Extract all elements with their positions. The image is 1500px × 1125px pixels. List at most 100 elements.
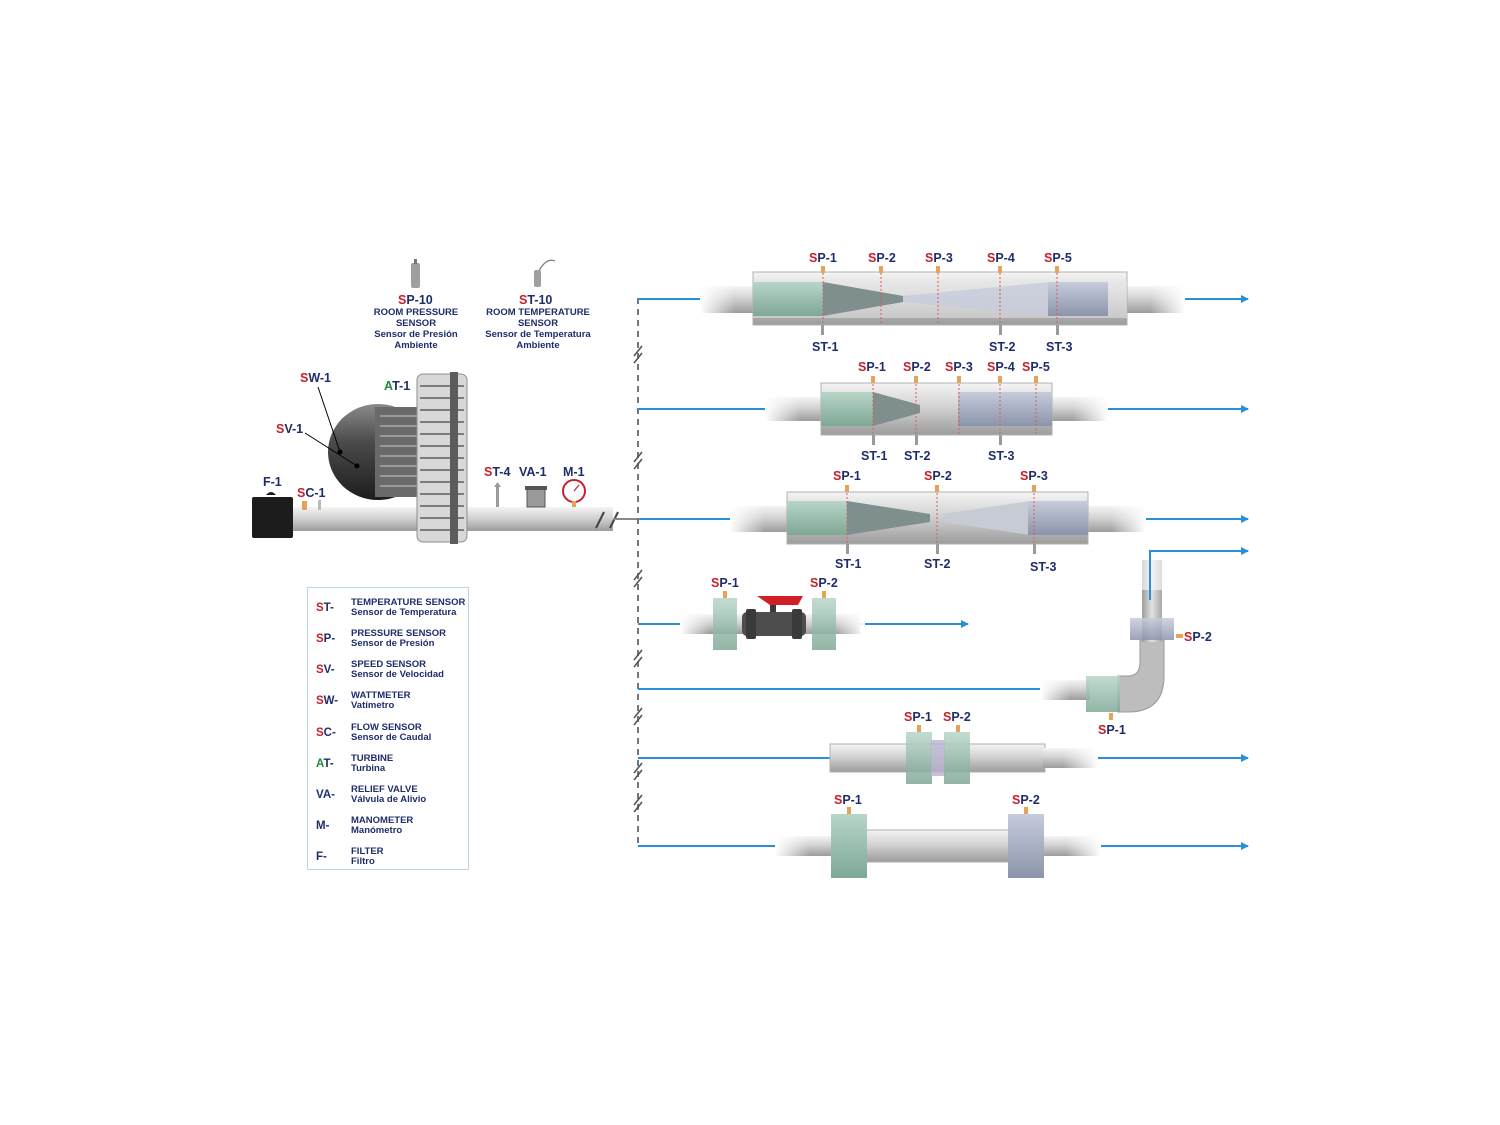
svg-text:ST-2: ST-2: [904, 449, 930, 463]
st10-line4: Ambiente: [516, 340, 559, 351]
svg-text:ST-3: ST-3: [1046, 340, 1072, 354]
legend-item: SV- SPEED SENSOR Sensor de Velocidad: [308, 655, 468, 685]
venturi-sym-divergent: [943, 501, 1030, 535]
svg-text:SP-2: SP-2: [1184, 630, 1212, 644]
row3-bot-0-a: S: [835, 557, 843, 571]
legend-code-a: A: [316, 758, 324, 770]
row3-bot-2-b: T-3: [1038, 560, 1056, 574]
svg-text:SP-1: SP-1: [904, 710, 932, 724]
svg-text:ST-1: ST-1: [812, 340, 838, 354]
orifice-flange-right: [944, 732, 970, 784]
row1-bot-1-a: S: [989, 340, 997, 354]
legend-code-b: T-: [323, 758, 334, 770]
blower-unit: SP-10 ROOM PRESSURE SENSOR Sensor de Pre…: [252, 259, 640, 544]
pipe-flange-right: [1008, 814, 1044, 878]
row1-top-0-b: P-1: [817, 251, 837, 265]
svg-text:SW-1: SW-1: [300, 371, 331, 385]
pipe-sp2-b: P-2: [1020, 793, 1040, 807]
venturi-sym-convergent: [847, 501, 930, 535]
manometer-needle: [573, 484, 580, 492]
turbine: [416, 372, 468, 544]
legend-code-b: V-: [323, 664, 335, 676]
at1-a: A: [384, 379, 393, 393]
row2-bot-0-b: T-1: [869, 449, 887, 463]
sv1-leader: [304, 432, 358, 467]
svg-text:SP-3: SP-3: [945, 360, 973, 374]
row1-top-4-b: P-5: [1052, 251, 1072, 265]
sc1-b: C-1: [305, 486, 325, 500]
row1-top-3-a: S: [987, 251, 995, 265]
legend-en: FILTER: [351, 846, 384, 857]
valve-flange-right: [812, 598, 836, 650]
legend-code-b: VA-: [316, 789, 335, 801]
row3-bot-1-b: T-2: [932, 557, 950, 571]
legend-item: VA- RELIEF VALVE Válvula de Alivio: [308, 780, 468, 810]
sw1-leader: [317, 386, 341, 453]
st4-tip: [494, 482, 501, 487]
sp10-line3: Sensor de Presión: [374, 329, 458, 340]
row2-top-0-b: P-1: [866, 360, 886, 374]
row2-top-1-a: S: [903, 360, 911, 374]
svg-text:SP-2: SP-2: [903, 360, 931, 374]
legend-en: PRESSURE SENSOR: [351, 628, 447, 639]
pipe-sp1-a: S: [834, 793, 842, 807]
elbow-assembly: SP-2 SP-1: [638, 547, 1249, 737]
st10-line3: Sensor de Temperatura: [485, 329, 591, 340]
legend-en: MANOMETER: [351, 815, 414, 826]
svg-text:SP-3: SP-3: [925, 251, 953, 265]
motor-fins: [380, 415, 420, 487]
legend-code-a: S: [316, 695, 324, 707]
sv1-b: V-1: [284, 422, 303, 436]
svg-text:SP-2: SP-2: [924, 469, 952, 483]
flow-line-elbow-up: [1149, 547, 1249, 600]
elbow-sp2-a: S: [1184, 630, 1192, 644]
row3-top-2-b: P-3: [1028, 469, 1048, 483]
svg-text:SP-1: SP-1: [833, 469, 861, 483]
elbow-sp1-b: P-1: [1106, 723, 1126, 737]
sp10-code-a: S: [398, 293, 406, 307]
svg-text:ST-1: ST-1: [861, 449, 887, 463]
row3-bot-1-a: S: [924, 557, 932, 571]
svg-text:ST-3: ST-3: [1030, 560, 1056, 574]
orifice-sp1-a: S: [904, 710, 912, 724]
legend-code-a: S: [316, 664, 324, 676]
st10-code-a: S: [519, 293, 527, 307]
legend-item: F- FILTER Filtro: [308, 842, 468, 872]
st4-a: S: [484, 465, 492, 479]
svg-text:ST-10: ST-10: [519, 293, 552, 307]
svg-text:SP-1: SP-1: [1098, 723, 1126, 737]
legend-code-b: F-: [316, 851, 327, 863]
svg-text:SC-1: SC-1: [297, 486, 326, 500]
row2-bot-1-a: S: [904, 449, 912, 463]
legend-item: SC- FLOW SENSOR Sensor de Caudal: [308, 718, 468, 748]
sp10-line2: SENSOR: [396, 318, 436, 329]
row2-top-3-a: S: [987, 360, 995, 374]
pipe-sp2-a: S: [1012, 793, 1020, 807]
sv1-a: S: [276, 422, 284, 436]
svg-text:SP-4: SP-4: [987, 360, 1015, 374]
legend-es: Manómetro: [351, 825, 403, 836]
venturi-long-assembly: SP-1 SP-2 SP-3 SP-4 SP-5 ST-1 ST-2 ST-3: [638, 251, 1249, 354]
venturi-sym-assembly: SP-1 SP-2 SP-3 ST-1 ST-2 ST-3: [640, 469, 1249, 574]
elbow-flange-inlet: [1086, 676, 1120, 712]
row2-bot-0-a: S: [861, 449, 869, 463]
sw1-b: W-1: [308, 371, 331, 385]
sc1-a: S: [297, 486, 305, 500]
row1-bot-0-a: S: [812, 340, 820, 354]
svg-text:SP-1: SP-1: [711, 576, 739, 590]
legend-es: Sensor de Temperatura: [351, 607, 457, 618]
svg-text:SP-4: SP-4: [987, 251, 1015, 265]
orifice-plate: [931, 740, 945, 776]
svg-text:SV-1: SV-1: [276, 422, 303, 436]
venturi-long-convergent: [823, 282, 903, 316]
valve-sp1-b: P-1: [719, 576, 739, 590]
orifice-sp2-b: P-2: [951, 710, 971, 724]
legend-en: WATTMETER: [351, 690, 411, 701]
row2-top-1-b: P-2: [911, 360, 931, 374]
svg-text:ST-3: ST-3: [988, 449, 1014, 463]
elbow-flange-outlet: [1130, 618, 1174, 640]
at1-b: T-1: [392, 379, 410, 393]
legend-code-b: P-: [323, 633, 336, 645]
venturi-sym-outlet: [1028, 501, 1088, 535]
